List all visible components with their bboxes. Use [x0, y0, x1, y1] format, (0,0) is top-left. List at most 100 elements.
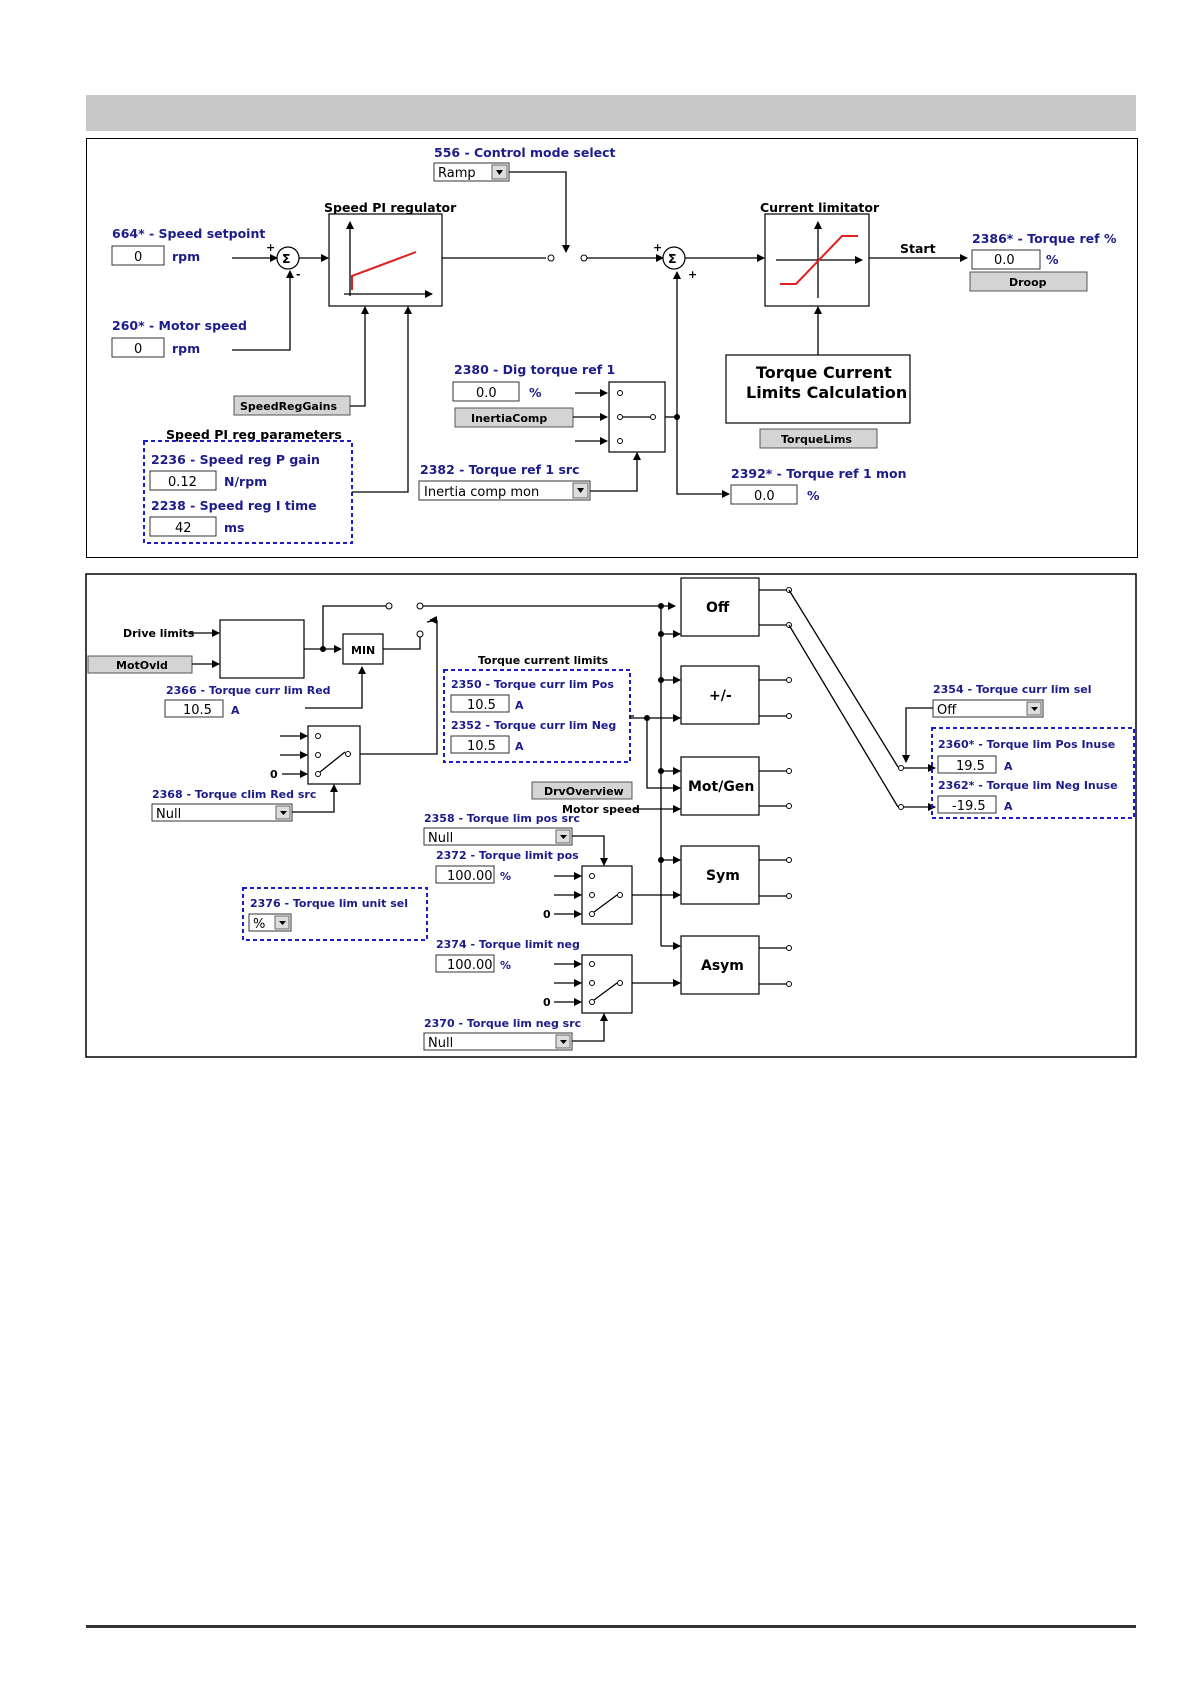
pi-params-title: Speed PI reg parameters	[166, 427, 342, 442]
control-mode-label: 556 - Control mode select	[434, 145, 615, 160]
speed-control-panel	[86, 138, 1138, 558]
torque-ref-mon-field[interactable]	[730, 484, 798, 505]
dig-torque-ref-value: 0.0	[476, 386, 497, 401]
torque-ref-pct-field[interactable]	[971, 249, 1041, 270]
p-gain-unit: N/rpm	[224, 474, 267, 489]
plus-sign: +	[266, 241, 275, 254]
torque-current-calc-line1: Torque Current	[756, 363, 892, 382]
zero-label: 0	[543, 996, 551, 1009]
minus-sign: -	[296, 268, 301, 281]
droop-button-label: Droop	[1009, 276, 1047, 289]
start-label: Start	[900, 241, 936, 256]
curr-lim-neg-field[interactable]	[450, 735, 510, 754]
curr-lim-neg-unit: A	[515, 740, 524, 753]
mot-ovld-button[interactable]: MotOvld	[87, 655, 193, 674]
torque-current-calc-line2: Limits Calculation	[746, 383, 907, 402]
p-gain-label: 2236 - Speed reg P gain	[151, 452, 320, 467]
curr-lim-red-field[interactable]	[164, 699, 224, 718]
torque-ref-src-label: 2382 - Torque ref 1 src	[420, 462, 579, 477]
torque-lims-button[interactable]: TorqueLims	[759, 428, 878, 449]
limit-pos-label: 2372 - Torque limit pos	[436, 849, 579, 862]
limit-pos-unit: %	[500, 870, 511, 883]
torque-lims-label: TorqueLims	[781, 433, 852, 446]
inertia-comp-button[interactable]: InertiaComp	[454, 407, 574, 428]
drive-limits-label: Drive limits	[123, 627, 195, 640]
speed-pi-block	[328, 213, 443, 307]
mode-block-off: Off	[680, 577, 760, 637]
curr-lim-sel-label: 2354 - Torque curr lim sel	[933, 683, 1092, 696]
lim-unit-sel-label: 2376 - Torque lim unit sel	[250, 897, 408, 910]
p-gain-field[interactable]	[149, 470, 217, 491]
torque-ref-mon-unit: %	[807, 488, 820, 503]
i-time-label: 2238 - Speed reg I time	[151, 498, 317, 513]
i-time-field[interactable]	[149, 516, 217, 537]
zero-label: 0	[270, 768, 278, 781]
plus-sign-3: +	[688, 268, 697, 281]
speed-reg-gains-label: SpeedRegGains	[240, 400, 337, 413]
sigma-symbol-2: Σ	[668, 251, 677, 266]
motor-speed-value: 0	[134, 342, 142, 357]
pos-inuse-field[interactable]	[937, 755, 997, 774]
drv-overview-label: DrvOverview	[544, 785, 624, 798]
min-block	[342, 633, 384, 665]
curr-lim-red-unit: A	[231, 704, 240, 717]
curr-lim-pos-field[interactable]	[450, 694, 510, 713]
lim-unit-sel-select[interactable]: %	[248, 913, 292, 932]
torque-ref-src-select[interactable]: Inertia comp mon	[418, 480, 591, 501]
motor-speed-field[interactable]	[111, 337, 165, 358]
current-limitator-title: Current limitator	[760, 200, 880, 215]
limit-neg-label: 2374 - Torque limit neg	[436, 938, 580, 951]
i-time-value: 42	[175, 521, 192, 536]
curr-lim-neg-value: 10.5	[467, 739, 496, 754]
curr-lim-sel-select[interactable]: Off	[932, 699, 1044, 718]
lim-neg-src-select[interactable]: Null	[423, 1032, 573, 1051]
speed-setpoint-value: 0	[134, 250, 142, 265]
torque-current-limits-title: Torque current limits	[478, 654, 609, 667]
torque-ref-src-value: Inertia comp mon	[424, 485, 539, 500]
limit-neg-field[interactable]	[435, 954, 495, 973]
min-label: MIN	[351, 644, 375, 657]
neg-inuse-unit: A	[1004, 800, 1013, 813]
sigma-symbol: Σ	[282, 251, 291, 266]
clim-red-src-value: Null	[156, 807, 181, 822]
mode-block-sym-label: Sym	[706, 868, 740, 884]
curr-lim-pos-unit: A	[515, 699, 524, 712]
neg-inuse-field[interactable]	[937, 795, 997, 814]
drive-limits-block	[219, 619, 305, 679]
lim-pos-src-select[interactable]: Null	[423, 827, 573, 846]
chevron-down-icon	[560, 1040, 567, 1044]
header-bar	[86, 95, 1136, 131]
lim-unit-sel-group	[242, 887, 428, 941]
clim-red-src-select[interactable]: Null	[151, 803, 293, 822]
drv-overview-button[interactable]: DrvOverview	[531, 781, 633, 800]
inertia-comp-label: InertiaComp	[471, 412, 547, 425]
mode-block-plusminus-label: +/-	[709, 688, 732, 704]
chevron-down-icon	[496, 170, 503, 175]
speed-setpoint-unit: rpm	[172, 249, 200, 264]
motor-speed-label: 260* - Motor speed	[112, 318, 247, 333]
mode-block-motgen: Mot/Gen	[680, 756, 760, 816]
curr-lim-red-value: 10.5	[183, 703, 212, 718]
dig-torque-ref-field[interactable]	[452, 381, 520, 402]
limit-pos-field[interactable]	[435, 865, 495, 884]
torque-current-calc-block	[725, 354, 911, 424]
torque-ref-pct-unit: %	[1046, 252, 1059, 267]
speed-reg-gains-button[interactable]: SpeedRegGains	[233, 395, 351, 416]
speed-pi-title: Speed PI regulator	[324, 200, 457, 215]
lim-neg-src-label: 2370 - Torque lim neg src	[424, 1017, 581, 1030]
speed-setpoint-label: 664* - Speed setpoint	[112, 226, 265, 241]
curr-lim-pos-label: 2350 - Torque curr lim Pos	[451, 678, 614, 691]
control-mode-select[interactable]: Ramp	[433, 162, 510, 182]
chevron-down-icon	[280, 811, 287, 815]
droop-button[interactable]: Droop	[969, 271, 1088, 292]
speed-setpoint-field[interactable]	[111, 245, 165, 266]
torque-ref-pct-value: 0.0	[994, 253, 1015, 268]
p-gain-value: 0.12	[168, 475, 197, 490]
lim-neg-src-value: Null	[428, 1036, 453, 1051]
plus-sign-2: +	[653, 241, 662, 254]
lim-inuse-group	[931, 727, 1135, 819]
mode-block-sym: Sym	[680, 845, 760, 905]
neg-inuse-value: -19.5	[952, 799, 986, 814]
mode-block-asym: Asym	[680, 935, 760, 995]
